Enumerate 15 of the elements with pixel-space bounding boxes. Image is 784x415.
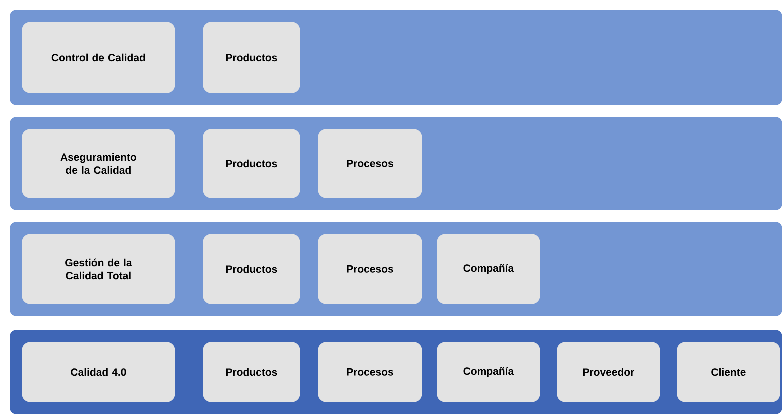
label-box: Procesos	[318, 342, 422, 402]
label-box: Procesos	[318, 129, 422, 198]
label-box: Productos	[203, 129, 300, 198]
label-box: Cliente	[677, 342, 780, 402]
label-box: Aseguramiento de la Calidad	[22, 129, 176, 198]
label-box: Calidad 4.0	[22, 342, 176, 402]
label-box: Compañía	[437, 342, 540, 402]
label-box: Productos	[203, 22, 300, 94]
label-box: Gestión de la Calidad Total	[22, 234, 176, 304]
label-box: Procesos	[318, 234, 422, 304]
label-box: Compañía	[437, 234, 540, 304]
label-box: Productos	[203, 342, 300, 402]
label-box: Proveedor	[557, 342, 660, 402]
label-box: Productos	[203, 234, 300, 304]
label-box: Control de Calidad	[22, 22, 176, 94]
